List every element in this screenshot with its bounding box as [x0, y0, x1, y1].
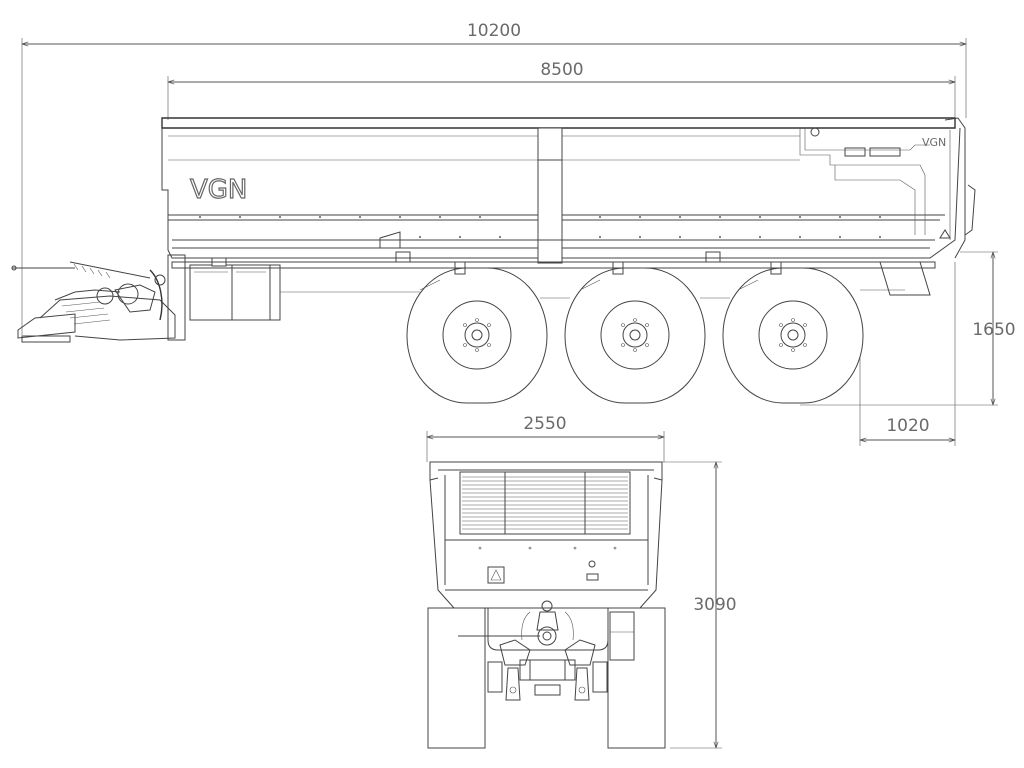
- dimension-overall-length-label: 10200: [467, 21, 521, 41]
- dimension-rear-overhang-label: 1020: [886, 416, 929, 436]
- wheel-3: [722, 267, 864, 404]
- warning-decal: [487, 566, 505, 584]
- body-logo: VGN: [190, 175, 247, 205]
- dimension-height: 1650: [800, 252, 1016, 405]
- rear-view: [427, 461, 666, 749]
- dimension-rear-overhang: 1020: [860, 262, 955, 446]
- rear-hitch-assembly: [458, 600, 635, 701]
- rear-small-logo: VGN: [922, 136, 946, 149]
- dimension-height-label: 1650: [972, 320, 1015, 340]
- dimension-rear-height-label: 3090: [693, 595, 736, 615]
- rear-left-wheel: [427, 607, 486, 749]
- dimension-width: 2550: [427, 414, 664, 462]
- chassis-frame: [171, 261, 936, 299]
- wheel-1: [406, 267, 548, 404]
- rear-right-wheel: [607, 607, 666, 749]
- dimension-body-length-label: 8500: [540, 60, 583, 80]
- suspension: [419, 261, 782, 291]
- front-tank: [189, 257, 281, 321]
- dump-body: [161, 117, 976, 264]
- drawbar: [11, 254, 186, 343]
- dimension-rear-height: 3090: [655, 462, 737, 748]
- dimension-body-length: 8500: [168, 60, 955, 120]
- dimension-overall-length: 10200: [22, 21, 966, 335]
- wheel-2: [564, 267, 706, 404]
- side-view: VGN VGN: [11, 117, 976, 404]
- tailgate-grille: [459, 471, 631, 535]
- dimension-width-label: 2550: [523, 414, 566, 434]
